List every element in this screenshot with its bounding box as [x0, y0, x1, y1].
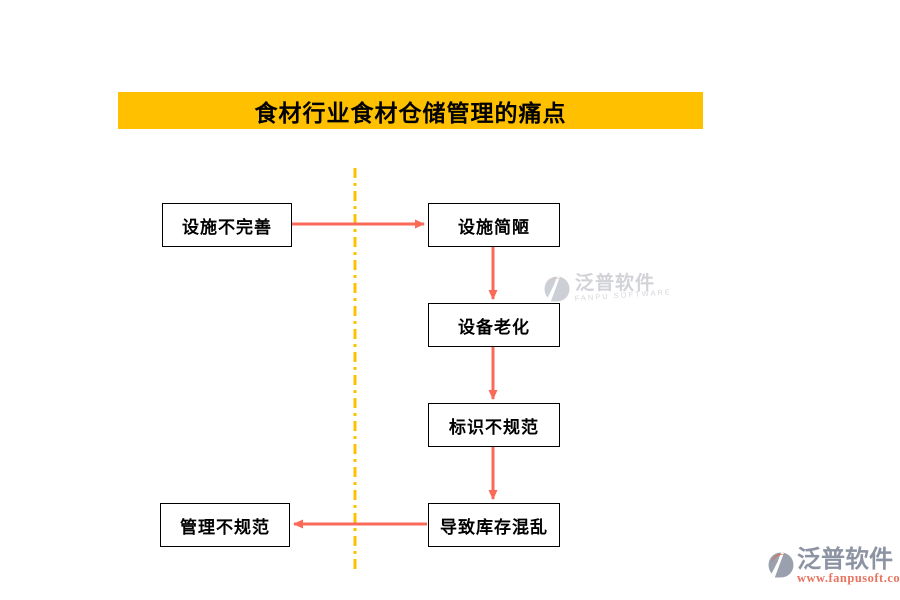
flow-box-management-nonstandard: 管理不规范 [160, 503, 290, 547]
flow-box-inventory-chaos: 导致库存混乱 [428, 503, 560, 547]
watermark-brand-text: 泛普软件 [575, 273, 656, 294]
flow-box-label: 设施不完善 [182, 217, 272, 237]
fanpu-logo-icon [768, 552, 794, 578]
footer-brand-text: 泛普软件 [797, 547, 893, 573]
flow-box-facility-incomplete: 设施不完善 [162, 203, 292, 247]
flow-box-label: 导致库存混乱 [440, 517, 548, 537]
fanpu-watermark: 泛普软件 FANPU SOFTWARE [543, 274, 672, 304]
flow-box-label: 管理不规范 [180, 517, 270, 537]
flow-box-labeling-nonstandard: 标识不规范 [428, 403, 560, 447]
flow-box-equipment-aging: 设备老化 [428, 303, 560, 347]
flow-box-label: 标识不规范 [449, 417, 539, 437]
fanpu-logo-icon [544, 276, 570, 302]
page-title: 食材行业食材仓储管理的痛点 [254, 100, 567, 126]
fanpu-footer-logo: 泛普软件 www.fanpusoft.com [767, 548, 900, 585]
flow-box-label: 设施简陋 [458, 217, 530, 237]
footer-url-text: www.fanpusoft.com [797, 571, 900, 585]
flow-box-facility-crude: 设施简陋 [428, 203, 560, 247]
title-banner: 食材行业食材仓储管理的痛点 [118, 92, 703, 129]
flow-box-label: 设备老化 [458, 317, 530, 337]
